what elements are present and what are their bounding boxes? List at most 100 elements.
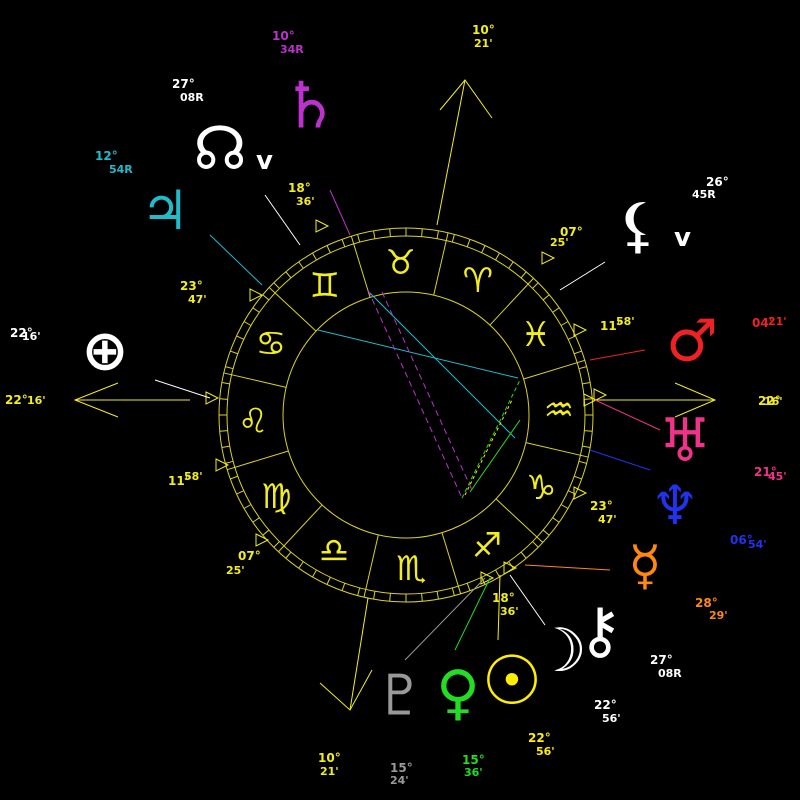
tick-mark xyxy=(421,228,423,237)
neptune-icon: ♆ xyxy=(651,474,699,537)
tick-mark xyxy=(532,541,539,548)
label-chiron: 27°08R xyxy=(650,653,682,680)
tick-mark xyxy=(262,294,270,301)
sign-cancer-icon: ♋ xyxy=(256,324,286,364)
label-jupiter-min: 54R xyxy=(109,163,133,176)
tick-mark xyxy=(481,577,486,585)
moon-icon: ☽ xyxy=(533,616,587,686)
label-mc: 10°21' xyxy=(472,23,495,50)
label-cusp-9: 07°25' xyxy=(550,225,583,249)
label-mercury: 28°29' xyxy=(695,596,728,622)
tick-mark xyxy=(373,230,376,239)
label-neptune-deg: 06° xyxy=(730,533,753,547)
tick-mark xyxy=(578,460,587,464)
aspect-line xyxy=(469,419,521,493)
tick-mark xyxy=(252,307,260,313)
tick-mark xyxy=(532,282,539,289)
tick-mark xyxy=(520,271,527,279)
lilith-icon: ⚸ xyxy=(616,191,660,261)
mercury-icon: ☿ xyxy=(628,534,661,597)
label-cusp-8-deg: 11° xyxy=(168,474,191,488)
label-venus-min: 36' xyxy=(464,766,483,779)
tick-mark xyxy=(552,307,560,313)
tick-mark xyxy=(508,561,514,569)
aspect-line xyxy=(317,329,519,379)
north-node-icon: ☊ xyxy=(193,114,246,184)
sign-divider xyxy=(495,498,544,543)
tick-mark xyxy=(221,382,230,385)
tick-mark xyxy=(219,398,228,400)
tick-mark xyxy=(574,475,582,480)
descendant-arrow xyxy=(674,382,717,418)
label-north-node-min: 08R xyxy=(180,91,204,104)
sign-virgo-icon: ♍ xyxy=(261,477,291,517)
pointer-line xyxy=(589,349,646,361)
label-cusp-5: 18°36' xyxy=(492,591,519,618)
north-node-suffix: v xyxy=(256,146,273,176)
label-mercury-deg: 28° xyxy=(695,596,718,610)
label-sun-min: 56' xyxy=(536,745,555,758)
tick-mark xyxy=(326,577,331,585)
cusp-marker xyxy=(249,288,264,302)
label-cusp-2-min: 58' xyxy=(616,315,635,328)
tick-mark xyxy=(357,234,361,243)
label-sun: 22°56' xyxy=(528,731,555,758)
tick-mark xyxy=(495,252,500,261)
tick-mark xyxy=(466,239,471,247)
label-ic-deg: 10° xyxy=(318,751,341,765)
lilith-suffix: v xyxy=(674,223,691,253)
label-cusp-12-min: 47' xyxy=(188,293,207,306)
sign-divider xyxy=(350,236,371,298)
label-jupiter: 12°54R xyxy=(95,149,133,176)
tick-mark xyxy=(582,382,591,385)
pointer-line xyxy=(524,564,611,571)
tick-mark xyxy=(341,583,346,591)
label-mars-deg: 04° xyxy=(752,316,775,330)
tick-mark xyxy=(262,529,270,536)
tick-mark xyxy=(273,282,280,289)
sign-divider xyxy=(489,277,534,326)
cusp-marker xyxy=(215,458,230,472)
label-ascendant: 22°16' xyxy=(10,326,41,343)
tick-mark xyxy=(542,294,550,301)
pointer-line xyxy=(497,574,501,641)
pointer-line xyxy=(454,577,491,651)
pointer-line xyxy=(329,189,351,236)
label-cusp-12: 23°47' xyxy=(180,279,207,306)
sign-capricorn-icon: ♑ xyxy=(526,468,556,508)
label-ascendant-min: 16' xyxy=(22,330,41,343)
label-uranus-deg: 21° xyxy=(754,465,777,479)
zodiac-wheel xyxy=(218,227,594,603)
label-descendant-deg: 22° xyxy=(758,394,781,408)
uranus-icon: ♅ xyxy=(658,406,712,476)
ascendant-arrow xyxy=(73,382,119,418)
pointer-line xyxy=(594,399,661,431)
tick-mark xyxy=(436,591,439,600)
label-cusp-5-deg: 18° xyxy=(492,591,515,605)
tick-mark xyxy=(225,366,234,370)
label-moon-min: 56' xyxy=(602,712,621,725)
tick-mark xyxy=(298,261,304,269)
pluto-icon: ♇ xyxy=(375,664,425,729)
wheel-ticks xyxy=(219,228,593,602)
tick-mark xyxy=(508,261,514,269)
label-cusp-3: 07°25' xyxy=(226,549,261,577)
planet-glyphs: ♄☊v♃⊕⚸v♂♅♆☿⚷☽☉♀♇ xyxy=(82,69,718,728)
sign-pisces-icon: ♓ xyxy=(521,315,551,355)
tick-mark xyxy=(584,430,593,432)
pointer-line xyxy=(154,379,211,399)
label-saturn: 10°34R xyxy=(272,29,304,56)
label-mc-deg: 10° xyxy=(472,23,495,37)
tick-mark xyxy=(481,245,486,253)
pointer-line xyxy=(559,261,606,291)
pointer-line xyxy=(509,574,546,626)
tick-mark xyxy=(495,569,500,578)
label-mercury-min: 29' xyxy=(709,609,728,622)
sign-libra-icon: ♎ xyxy=(319,531,349,571)
label-saturn-deg: 10° xyxy=(272,29,295,43)
saturn-icon: ♄ xyxy=(281,69,338,143)
sign-divider xyxy=(268,287,317,332)
label-cusp-12-deg: 23° xyxy=(180,279,203,293)
mars-icon: ♂ xyxy=(666,306,718,374)
ic-axis xyxy=(349,597,369,711)
